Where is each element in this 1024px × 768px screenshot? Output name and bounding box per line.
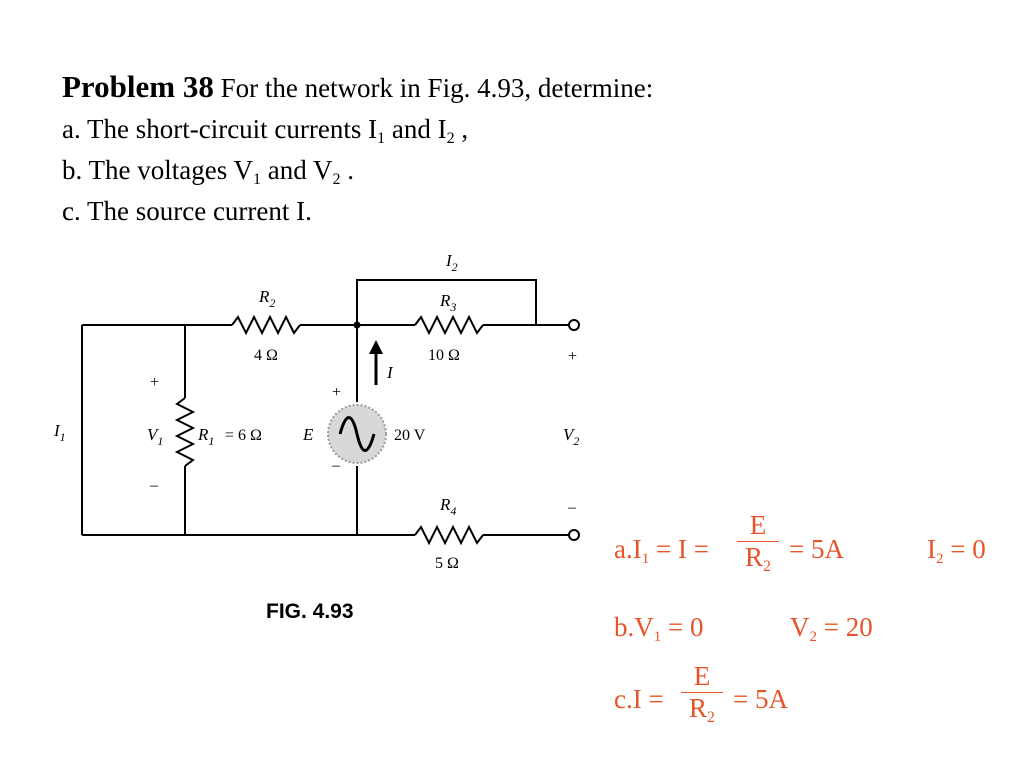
- solution-b-v1: b.V1 = 0: [614, 612, 704, 645]
- part-a: a. The short-circuit currents I1 and I2 …: [62, 109, 653, 150]
- solution-a-lhs: a.I1 = I =: [614, 534, 709, 567]
- value-r3: 10 Ω: [428, 347, 460, 364]
- part-a-mid: and I: [385, 114, 447, 144]
- resistor-r3: [414, 314, 484, 336]
- part-a-sub2: 2: [446, 130, 455, 147]
- terminal-bottom: [568, 529, 580, 541]
- v1-minus: –: [149, 477, 159, 494]
- part-b-sub2: 2: [332, 171, 341, 188]
- sol-i2-post: = 0: [943, 534, 986, 564]
- current-arrowhead: [369, 340, 383, 354]
- sol-i2-sub: 2: [936, 551, 944, 567]
- label-v1: V1: [147, 425, 163, 448]
- v2-minus: –: [567, 499, 577, 516]
- problem-title: Problem 38: [62, 69, 214, 104]
- label-r4: R4: [439, 495, 456, 518]
- value-r4: 5 Ω: [435, 555, 459, 572]
- part-a-post: ,: [454, 114, 469, 144]
- part-c: c. The source current I.: [62, 196, 312, 226]
- sol-a-denominator: R2: [737, 541, 779, 575]
- value-r1: = 6 Ω: [225, 427, 262, 444]
- terminal-top: [568, 319, 580, 331]
- label-v2: V2: [563, 425, 579, 448]
- part-a-text: a. The short-circuit currents I: [62, 114, 378, 144]
- e-plus: +: [332, 384, 341, 401]
- sol-c-den-sub: 2: [707, 709, 715, 726]
- label-r2: R2: [258, 287, 275, 310]
- solution-a-fraction: E R2: [737, 510, 779, 575]
- label-e: E: [302, 425, 314, 444]
- sine-wave-icon: [338, 416, 376, 452]
- sol-c-numerator: E: [693, 661, 711, 691]
- solution-b-v2: V2 = 20: [790, 612, 873, 645]
- part-b-post: .: [340, 155, 354, 185]
- circuit-diagram: I2 R2 4 Ω R3 10 Ω R4 5 Ω R1 = 6 Ω I1 V1 …: [53, 251, 580, 572]
- sol-bv2-pre: V: [790, 612, 810, 642]
- solution-a-rhs: = 5A: [789, 534, 844, 564]
- part-b-mid: and V: [260, 155, 333, 185]
- sol-a-numerator: E: [749, 510, 767, 540]
- sol-c-denominator: R2: [681, 692, 723, 726]
- resistor-r4: [414, 524, 484, 546]
- sol-c-den-text: R: [688, 693, 707, 723]
- resistor-r1: [174, 397, 196, 467]
- label-r3: R3: [439, 291, 456, 314]
- part-b: b. The voltages V1 and V2 .: [62, 150, 653, 191]
- sol-a-pre: a.I: [614, 534, 642, 564]
- sol-a-post: = I =: [649, 534, 709, 564]
- label-i: I: [386, 363, 394, 382]
- label-r1: R1: [197, 425, 214, 448]
- sol-i2-pre: I: [927, 534, 936, 564]
- label-i1: I1: [53, 421, 66, 444]
- sol-a-den-sub: 2: [763, 558, 771, 575]
- sol-a-den-text: R: [744, 542, 763, 572]
- circuit-wires: [81, 279, 568, 546]
- solution-c-lhs: c.I =: [614, 684, 664, 714]
- part-b-text: b. The voltages V: [62, 155, 253, 185]
- label-i2: I2: [445, 251, 458, 274]
- v2-plus: +: [568, 348, 577, 365]
- sol-bv2-sub: 2: [809, 629, 818, 645]
- part-b-sub1: 1: [252, 171, 261, 188]
- value-r2: 4 Ω: [254, 347, 278, 364]
- figure-caption: FIG. 4.93: [266, 600, 354, 623]
- problem-header: Problem 38 For the network in Fig. 4.93,…: [62, 66, 653, 109]
- sol-bv2-post: = 20: [817, 612, 873, 642]
- sol-bv1-sub: 1: [653, 629, 662, 645]
- solution-a-i2: I2 = 0: [927, 534, 986, 567]
- solution-c-fraction: E R2: [681, 661, 723, 726]
- v1-plus: +: [150, 374, 159, 391]
- resistor-r2: [231, 314, 301, 336]
- sol-bv1-post: = 0: [661, 612, 704, 642]
- e-minus: –: [331, 457, 341, 474]
- problem-statement: Problem 38 For the network in Fig. 4.93,…: [62, 66, 653, 232]
- problem-intro: For the network in Fig. 4.93, determine:: [220, 73, 654, 103]
- junction-dot: [353, 321, 361, 329]
- solution-c-rhs: = 5A: [733, 684, 788, 714]
- sol-bv1-pre: b.V: [614, 612, 654, 642]
- part-a-sub1: 1: [377, 130, 386, 147]
- sol-a-sub: 1: [641, 551, 650, 567]
- value-e: 20 V: [394, 427, 426, 444]
